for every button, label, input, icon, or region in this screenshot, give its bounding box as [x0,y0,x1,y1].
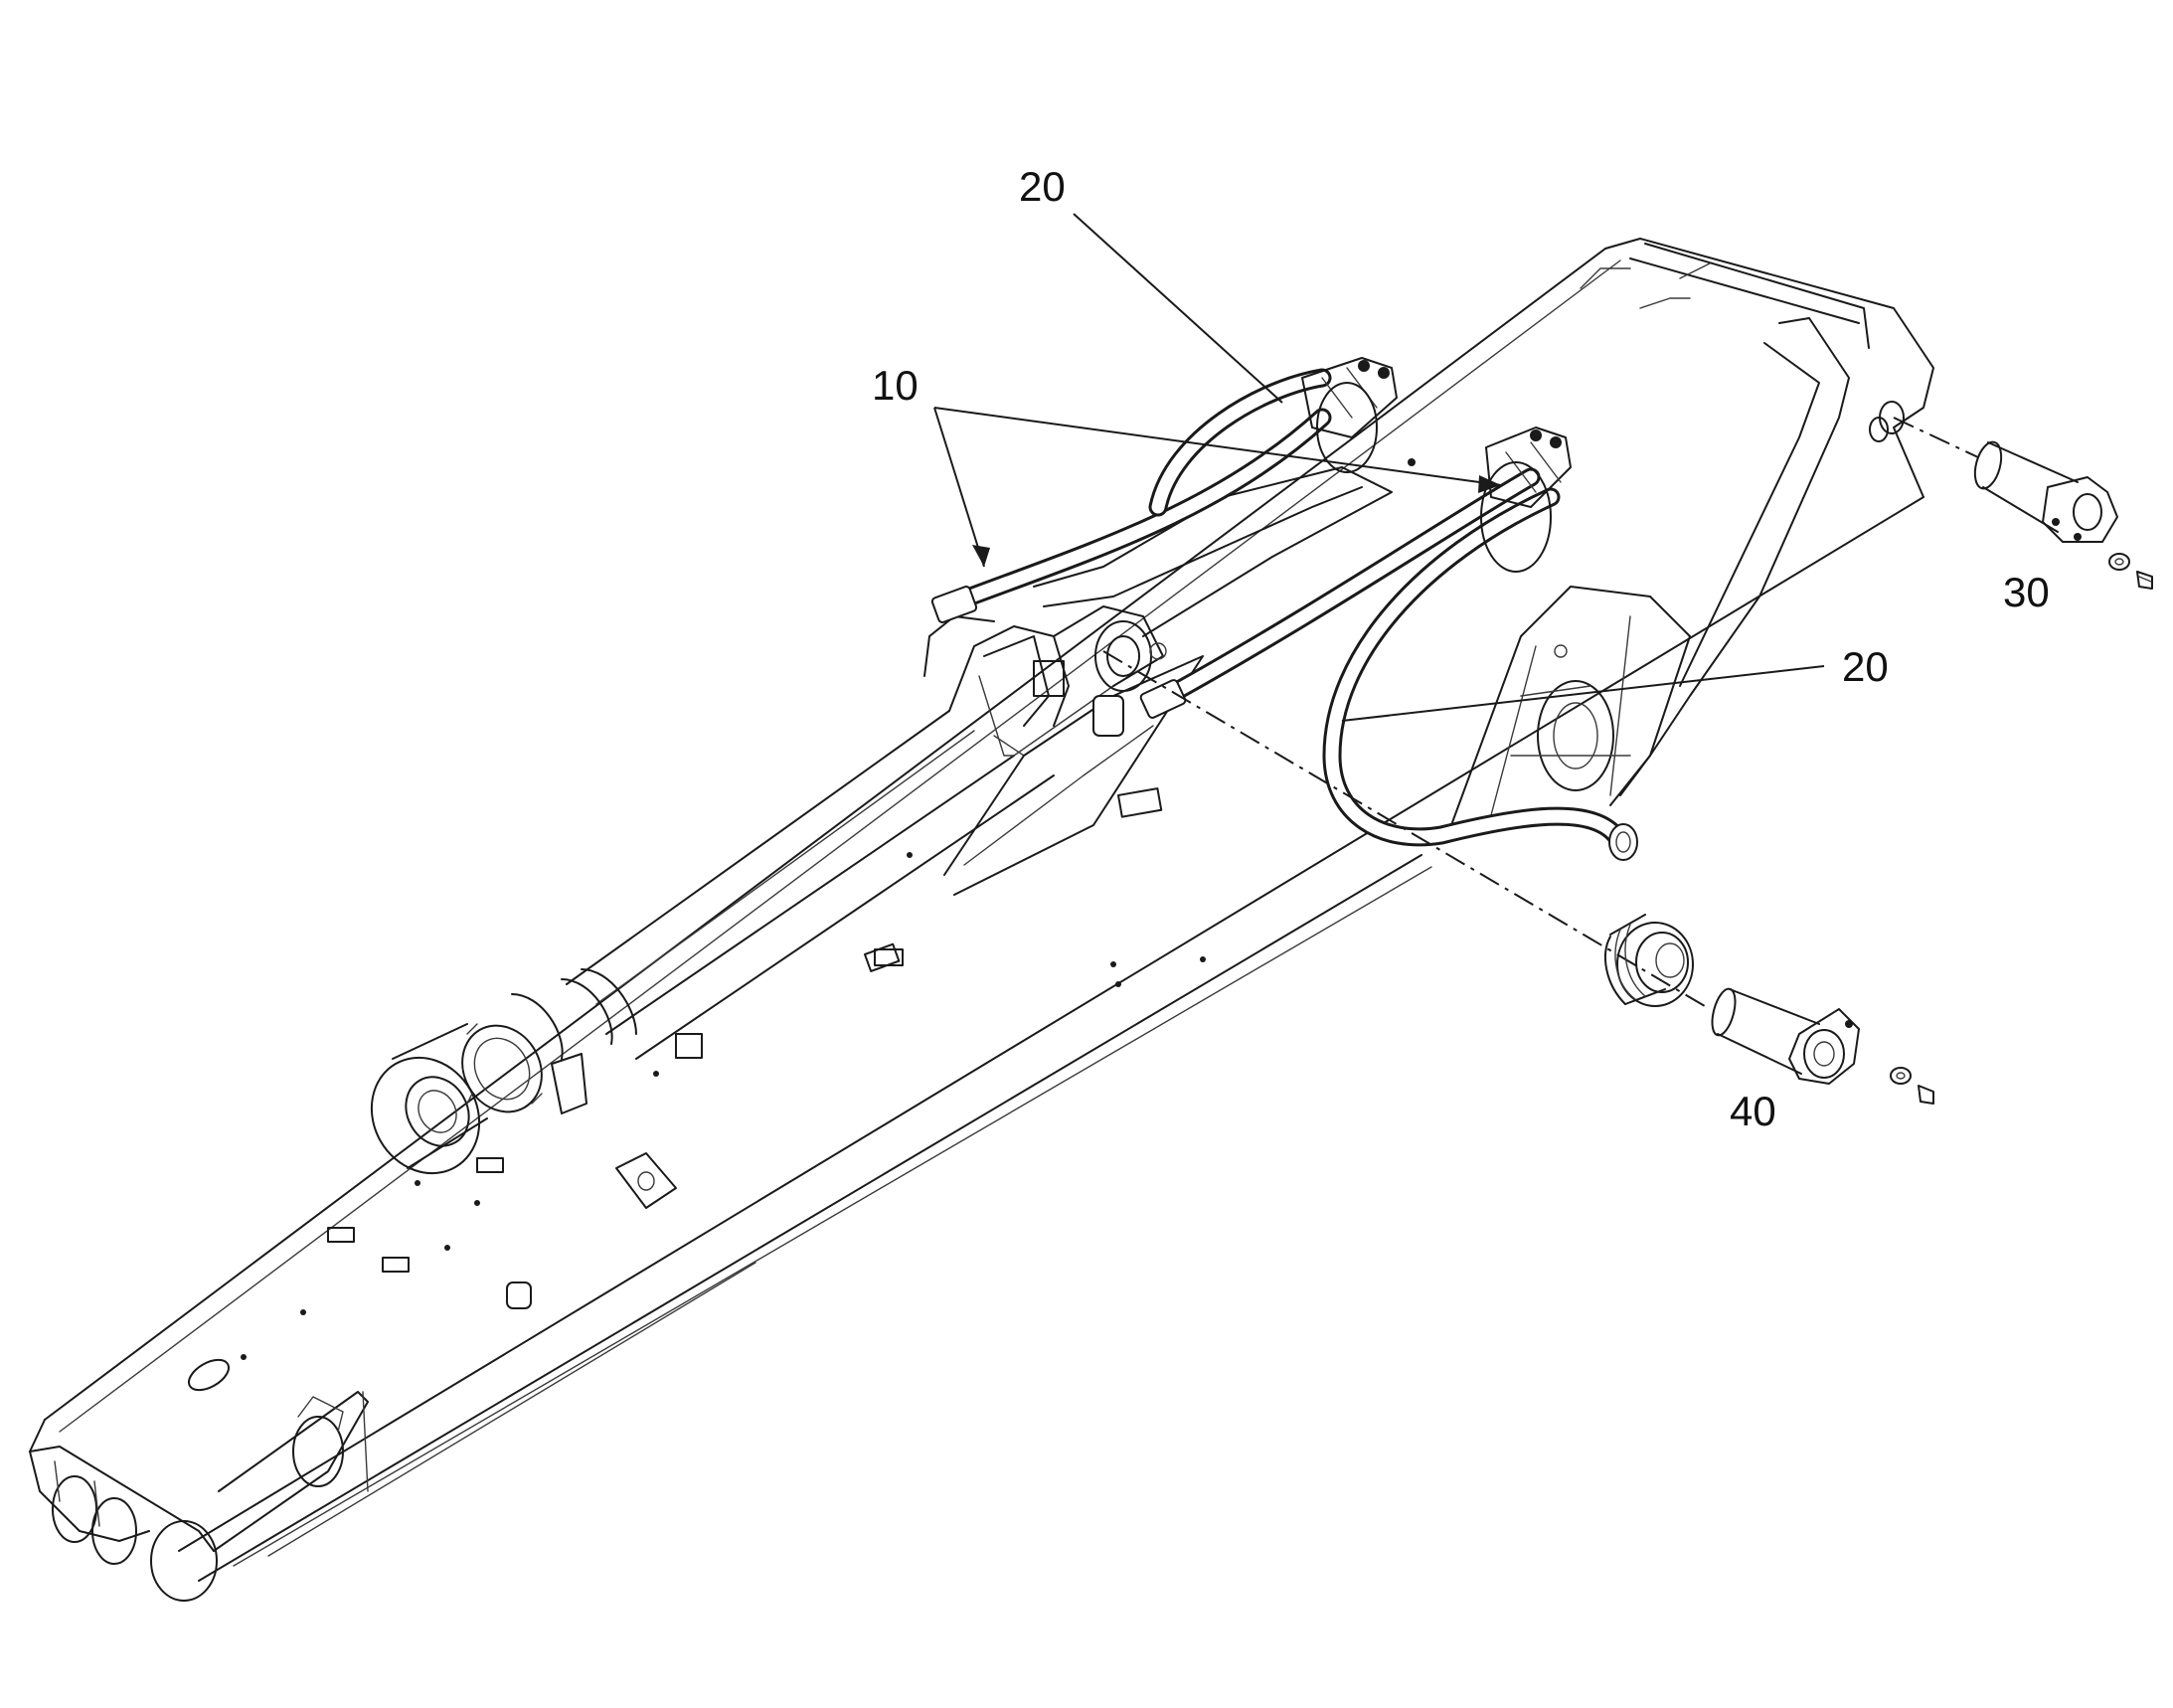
leader-10-left [933,407,985,568]
callout-30: 30 [2003,569,2050,615]
callout-40: 40 [1730,1088,1776,1134]
callout-20-upper: 20 [1019,163,1066,210]
leader-20-upper [1073,213,1283,404]
leader-lines [933,213,1825,722]
callout-labels: 20 10 20 30 40 [872,163,2050,1134]
leader-20-lower [1341,665,1825,722]
pin-centerline-lower [1102,650,1711,1010]
callout-20-lower: 20 [1842,643,1889,690]
hydraulic-cylinder [370,605,1167,1175]
boom-details [188,458,1416,1392]
part-30-pin [1973,440,2153,590]
callout-10: 10 [872,362,919,409]
boom-arm [29,238,1934,1602]
leader-10-right [933,407,1502,486]
arrowhead-10-left [972,545,990,567]
part-40-pin-and-spacer [1604,914,1934,1105]
hose-assembly-20 [1148,368,1638,861]
cradle-bracket [863,466,1393,972]
hose-fitting-upper-left [1301,357,1398,473]
hose-fitting-upper-right [1480,427,1572,573]
arrowhead-10-right [1478,475,1501,493]
pin-centerline-upper [1893,417,1979,458]
